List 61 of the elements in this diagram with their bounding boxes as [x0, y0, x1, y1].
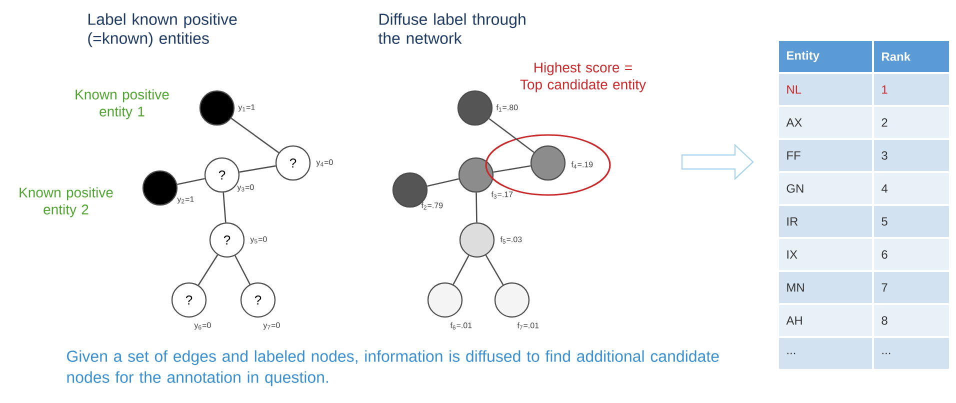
table-cell: AX [779, 107, 872, 138]
edge-line [476, 192, 478, 222]
table-cell: ... [874, 338, 949, 369]
score-label: f$_{5}$=.03 [500, 236, 522, 244]
table-cell: 1 [874, 74, 949, 105]
edge-line [427, 178, 459, 187]
header-cell: Entity [779, 41, 872, 72]
edge-line [239, 165, 276, 173]
table-cell: 3 [874, 140, 949, 171]
score-label: f$_{1}$=.80 [496, 104, 518, 112]
edge-line [493, 165, 531, 173]
circle-node [142, 170, 178, 206]
score-label: y$_{1}$=1 [238, 104, 255, 112]
circle-node [458, 157, 494, 193]
score-label: y$_{3}$=0 [237, 184, 254, 192]
edge-line [177, 178, 205, 186]
table-cell: ... [779, 338, 872, 369]
score-label: f$_{7}$=.01 [517, 322, 539, 330]
entity-label: Known positive entity 1 [76, 89, 169, 120]
heading: Diffuse label through the network [378, 13, 526, 44]
table-cell: IX [779, 239, 872, 270]
circle-node [392, 172, 428, 208]
score-label: y$_{4}$=0 [316, 159, 333, 167]
table-cell: 8 [874, 305, 949, 336]
table-cell: 5 [874, 206, 949, 237]
edge-line [198, 254, 218, 286]
circle-node [459, 222, 495, 258]
heading: Label known positive (=known) entities [88, 13, 237, 48]
caption: Given a set of edges and labeled nodes, information is diffused to find additional candidate nodes for the annotation in question. [67, 350, 719, 386]
score-label: f$_{4}$=.19 [571, 161, 593, 169]
table-cell: NL [779, 74, 872, 105]
entity-label: Known positive entity 2 [20, 187, 113, 218]
table-cell: GN [779, 173, 872, 204]
score-label: y$_{2}$=1 [177, 196, 194, 204]
circle-node [530, 145, 566, 181]
table-cell: MN [779, 272, 872, 303]
table-cell: AH [779, 305, 872, 336]
table-cell: FF [779, 140, 872, 171]
circle-node [427, 282, 463, 318]
score-label: f$_{6}$=.01 [450, 322, 472, 330]
score-label: f$_{2}$=.79 [421, 202, 443, 210]
edge-line [485, 254, 504, 286]
circle-node [457, 90, 493, 126]
edge-line [230, 118, 280, 154]
table-cell: 4 [874, 173, 949, 204]
table-cell: 6 [874, 239, 949, 270]
edge-line [452, 255, 470, 285]
table-cell: 2 [874, 107, 949, 138]
score-label: y$_{7}$=0 [263, 322, 280, 330]
header-cell: Rank [874, 41, 949, 72]
edge-line [222, 192, 226, 222]
circle-node [494, 282, 530, 318]
edge-line [234, 255, 250, 285]
table-cell: IR [779, 206, 872, 237]
score-label: f$_{3}$=.17 [491, 191, 513, 199]
circle-node [199, 90, 235, 126]
score-label: y$_{6}$=0 [194, 322, 211, 330]
score-label: y$_{5}$=0 [250, 236, 267, 244]
edge-line [488, 118, 534, 153]
annotation-text: Highest score = Top candidate entity [520, 62, 646, 92]
table-cell: 7 [874, 272, 949, 303]
